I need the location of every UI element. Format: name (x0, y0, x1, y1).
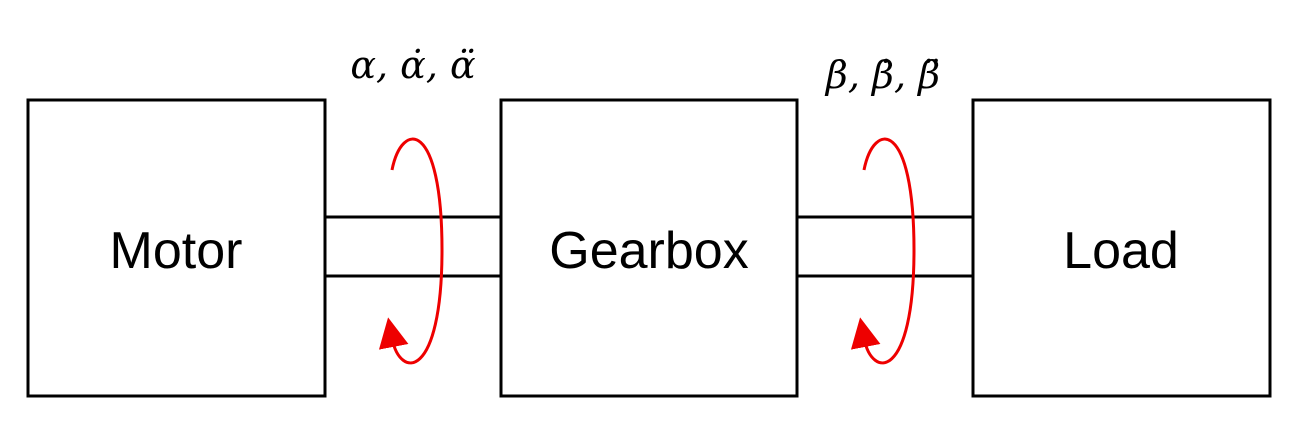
load-label: Load (1063, 222, 1179, 280)
output-rotation-arrow-icon (850, 137, 916, 365)
gearbox-block (499, 98, 799, 398)
input-shaft-motion-label: α, α̇, α̈ (350, 43, 475, 87)
input-rotation-arrow-icon (378, 137, 444, 365)
motor-block (26, 98, 327, 398)
gearbox-label: Gearbox (549, 222, 748, 280)
output-shaft-motion-label: β, β̇, β̈ (824, 53, 940, 97)
load-block (971, 98, 1272, 398)
motor-label: Motor (110, 222, 243, 280)
